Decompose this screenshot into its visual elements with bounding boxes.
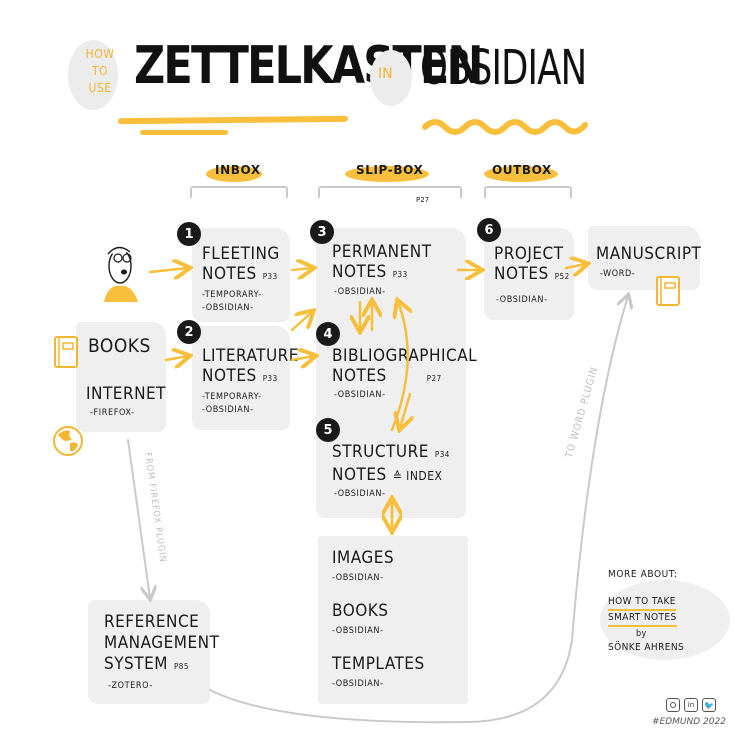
manuscript-title: MANUSCRIPT xyxy=(596,244,702,264)
project-notes-tag: -OBSIDIAN- xyxy=(496,295,548,305)
linkedin-icon[interactable]: in xyxy=(684,698,698,712)
how-to-use-blob xyxy=(68,40,118,110)
step-4-badge: 4 xyxy=(316,322,340,346)
book-recommendation: HOW TO TAKE SMART NOTES by SÖNKE AHRENS xyxy=(608,596,685,653)
fleeting-notes-tags: -TEMPORARY- -OBSIDIAN- xyxy=(202,290,262,313)
internet-source-label: INTERNET xyxy=(86,384,167,404)
slipbox-highlight xyxy=(345,166,429,182)
social-links: in 🐦 xyxy=(666,698,716,712)
permanent-notes-tag: -OBSIDIAN- xyxy=(334,287,386,297)
in-label: IN xyxy=(378,66,393,82)
header: HOW TO USE ZETTELKASTEN IN OBSIDIAN xyxy=(0,0,750,150)
more-about-heading: MORE ABOUT: xyxy=(608,569,678,580)
inbox-label: INBOX xyxy=(215,163,261,177)
instagram-icon[interactable] xyxy=(666,698,680,712)
reference-tool: -ZOTERO- xyxy=(108,681,153,691)
asset-images-tool: -OBSIDIAN- xyxy=(332,573,384,583)
asset-books-title: BOOKS xyxy=(332,601,389,621)
step-6-badge: 6 xyxy=(477,218,501,242)
structure-notes-tag: -OBSIDIAN- xyxy=(334,489,386,499)
book-icon xyxy=(54,336,78,368)
internet-tool: -FIREFOX- xyxy=(90,408,135,418)
step-3-badge: 3 xyxy=(310,220,334,244)
step-5-badge: 5 xyxy=(316,418,340,442)
how-to-use-label: HOW TO USE xyxy=(85,47,115,95)
manuscript-book-icon xyxy=(656,276,680,306)
asset-images-title: IMAGES xyxy=(332,548,395,568)
literature-notes-tags: -TEMPORARY- -OBSIDIAN- xyxy=(202,392,262,415)
slipbox-label: SLIP-BOX xyxy=(356,163,424,177)
twitter-icon[interactable]: 🐦 xyxy=(702,698,716,712)
sources-card xyxy=(76,322,166,432)
step-1-badge: 1 xyxy=(177,222,201,246)
globe-icon xyxy=(53,426,83,456)
title-underline-2 xyxy=(140,130,228,135)
reference-card xyxy=(88,600,210,704)
project-notes-card xyxy=(484,228,574,320)
slipbox-card xyxy=(316,228,466,518)
manuscript-card xyxy=(588,226,700,290)
outbox-highlight xyxy=(484,166,558,182)
signature: #EDMUND 2022 xyxy=(652,717,726,727)
outbox-bracket xyxy=(484,186,572,198)
assets-list: IMAGES -OBSIDIAN- BOOKS -OBSIDIAN- TEMPL… xyxy=(332,548,425,691)
literature-notes-card xyxy=(192,326,290,430)
in-blob xyxy=(370,50,412,106)
page-title: ZETTELKASTEN xyxy=(134,36,483,96)
slipbox-bracket xyxy=(318,186,462,198)
person-illustration-icon xyxy=(104,246,138,302)
fleeting-notes-card xyxy=(192,228,290,322)
outbox-label: OUTBOX xyxy=(492,163,552,177)
app-title: OBSIDIAN xyxy=(420,40,587,96)
inbox-highlight xyxy=(206,166,262,182)
inbox-bracket xyxy=(190,186,288,198)
manuscript-tool: -WORD- xyxy=(600,269,636,279)
asset-books-tool: -OBSIDIAN- xyxy=(332,626,384,636)
slipbox-page: P27 xyxy=(416,196,430,204)
books-source-label: BOOKS xyxy=(88,335,151,357)
app-title-wavy-underline xyxy=(422,119,588,135)
step-2-badge: 2 xyxy=(177,320,201,344)
assets-card xyxy=(318,536,468,704)
asset-templates-tool: -OBSIDIAN- xyxy=(332,679,384,689)
more-about-blob xyxy=(600,580,730,660)
asset-templates-title: TEMPLATES xyxy=(332,654,425,674)
bibliographical-notes-tag: -OBSIDIAN- xyxy=(334,390,386,400)
